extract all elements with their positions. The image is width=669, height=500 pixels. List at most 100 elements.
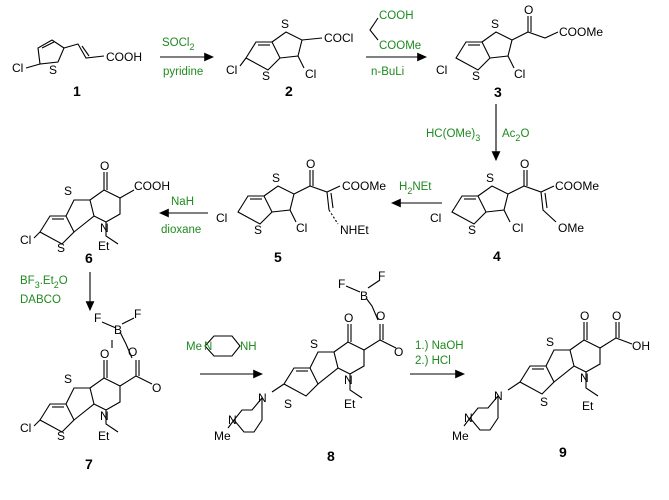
reagent-nbuli: n-BuLi	[371, 66, 404, 78]
svg-text:S: S	[57, 241, 65, 255]
svg-text:NHEt: NHEt	[340, 223, 369, 237]
svg-text:O: O	[344, 311, 353, 325]
svg-text:S: S	[546, 335, 554, 349]
svg-text:COOH: COOH	[134, 179, 170, 193]
reagent-cooh: COOH	[379, 10, 414, 22]
svg-text:F: F	[378, 269, 385, 283]
compound-label-3: 3	[494, 84, 502, 100]
svg-text:Cl: Cl	[512, 221, 523, 235]
svg-text:Cl: Cl	[20, 233, 31, 247]
reagent-bf3et2o: BF3.Et2O	[20, 275, 68, 290]
reagent-ac2o: Ac2O	[502, 128, 529, 143]
svg-text:S: S	[472, 69, 480, 83]
svg-text:Et: Et	[98, 239, 110, 253]
svg-text:OMe: OMe	[558, 221, 584, 235]
reagent-socl2: SOCl2	[162, 37, 195, 52]
svg-text:Cl: Cl	[305, 67, 316, 81]
n-methylpiperazine-reagent: Me N NH	[186, 335, 257, 357]
svg-text:Et: Et	[344, 397, 356, 411]
svg-text:COOMe: COOMe	[342, 179, 386, 193]
svg-text:S: S	[310, 337, 318, 351]
svg-text:F: F	[134, 307, 141, 321]
svg-text:Cl: Cl	[430, 211, 441, 225]
svg-text:N: N	[228, 413, 237, 427]
reagent-hcome3: HC(OMe)3	[426, 128, 480, 143]
reagent-coome: COOMe	[379, 40, 421, 52]
compound-label-8: 8	[327, 448, 335, 464]
svg-text:S: S	[491, 17, 499, 31]
compound-2-structure: Cl S S COCl Cl	[226, 17, 353, 83]
svg-text:N: N	[494, 389, 503, 403]
reagent-hcl: 2.) HCl	[415, 355, 451, 367]
svg-text:S: S	[486, 171, 494, 185]
reagent-nah: NaH	[171, 196, 194, 208]
svg-text:Et: Et	[582, 399, 594, 413]
svg-text:Et: Et	[98, 429, 110, 443]
svg-text:Me: Me	[452, 429, 469, 443]
svg-text:S: S	[272, 171, 280, 185]
svg-text:Cl: Cl	[514, 67, 525, 81]
svg-text:O: O	[612, 309, 621, 323]
compound-label-6: 6	[85, 250, 93, 266]
svg-text:N: N	[204, 341, 212, 353]
svg-text:F: F	[94, 311, 101, 325]
svg-text:O: O	[306, 157, 315, 171]
svg-text:Cl: Cl	[216, 211, 227, 225]
svg-text:S: S	[49, 63, 57, 77]
svg-text:O: O	[100, 159, 109, 173]
reagent-h2net: H2NEt	[399, 181, 432, 196]
svg-text:O: O	[100, 347, 109, 361]
svg-text:OH: OH	[632, 339, 650, 353]
svg-text:O: O	[376, 309, 385, 323]
reagent-dioxane: dioxane	[161, 224, 201, 236]
svg-text:Me: Me	[214, 429, 231, 443]
svg-text:S: S	[64, 184, 72, 198]
svg-text:B: B	[360, 289, 368, 303]
svg-text:O: O	[394, 345, 403, 359]
svg-text:S: S	[254, 223, 262, 237]
svg-text:COOMe: COOMe	[559, 25, 603, 39]
reagent-pyridine: pyridine	[163, 66, 203, 78]
compound-9-structure: S S O O OH N Et N N Me	[452, 309, 650, 443]
compound-label-9: 9	[559, 444, 567, 460]
svg-text:N: N	[344, 373, 353, 387]
compound-label-7: 7	[85, 456, 93, 472]
svg-text:S: S	[262, 69, 270, 83]
malonate-sketch	[369, 17, 379, 41]
svg-text:S: S	[540, 395, 548, 409]
compound-4-structure: Cl S S O COOMe OMe Cl	[430, 157, 599, 237]
svg-text:COOMe: COOMe	[555, 179, 599, 193]
svg-text:Cl: Cl	[436, 63, 447, 77]
svg-text:O: O	[128, 345, 137, 359]
compound-label-5: 5	[274, 249, 282, 265]
svg-text:O: O	[152, 381, 161, 395]
svg-text:F: F	[338, 277, 345, 291]
svg-text:N: N	[580, 371, 589, 385]
reagent-naoh: 1.) NaOH	[415, 340, 464, 352]
svg-text:COCl: COCl	[324, 31, 353, 45]
svg-text:O: O	[520, 157, 529, 171]
compound-6-structure: Cl S S O COOH N Et	[20, 159, 170, 255]
svg-text:N: N	[100, 409, 109, 423]
compound-8-structure: S S O O O B F F N Et N N Me	[214, 269, 403, 443]
reagent-dabco: DABCO	[20, 294, 61, 306]
svg-text:S: S	[284, 397, 292, 411]
svg-text:Me: Me	[186, 341, 202, 353]
svg-text:B: B	[114, 323, 122, 337]
svg-text:S: S	[57, 429, 65, 443]
svg-text:Cl: Cl	[20, 421, 31, 435]
svg-text:N: N	[100, 221, 109, 235]
svg-text:S: S	[64, 372, 72, 386]
svg-text:S: S	[468, 223, 476, 237]
compound-label-1: 1	[73, 83, 81, 99]
compound-7-structure: Cl S S O O O B F F N Et	[20, 307, 161, 443]
svg-text:N: N	[464, 411, 473, 425]
svg-text:O: O	[580, 309, 589, 323]
svg-text:NH: NH	[240, 341, 257, 353]
compound-label-2: 2	[285, 83, 293, 99]
svg-text:Cl: Cl	[296, 221, 307, 235]
svg-text:Cl: Cl	[226, 63, 237, 77]
svg-text:Cl: Cl	[12, 61, 23, 75]
